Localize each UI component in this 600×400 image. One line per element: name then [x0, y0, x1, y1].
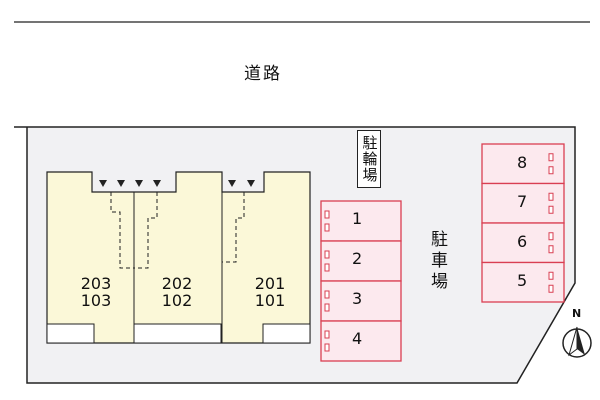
unit-lower: 101 — [254, 290, 286, 310]
north-letter: N — [572, 307, 582, 320]
wheel-stop-mark — [324, 330, 330, 339]
unit-upper: 203 — [80, 274, 112, 293]
parking-column-left — [320, 200, 402, 362]
parking-slot-number: 8 — [517, 153, 528, 172]
road-label: 道路 — [244, 64, 282, 84]
unit-lower: 103 — [80, 290, 112, 310]
wheel-stop-mark — [324, 343, 330, 352]
balcony — [262, 323, 311, 344]
parking-slot-number: 4 — [352, 329, 363, 348]
wheel-stop-mark — [548, 232, 554, 241]
parking-bay — [320, 200, 402, 242]
bicycle-parking-label: 駐輪場 — [357, 130, 381, 188]
parking-bay — [481, 182, 565, 224]
parking-slot-number: 1 — [352, 209, 363, 228]
balcony — [46, 323, 95, 344]
parking-slot-number: 5 — [517, 271, 528, 290]
wheel-stop-mark — [548, 271, 554, 280]
parking-bay — [481, 261, 565, 303]
parking-bay — [320, 280, 402, 322]
bicycle-parking-text: 駐輪場 — [360, 135, 379, 183]
unit-label-3: 201 101 — [246, 274, 294, 310]
parking-bay — [481, 143, 565, 185]
wheel-stop-mark — [548, 192, 554, 201]
wheel-stop-mark — [324, 223, 330, 232]
unit-lower: 102 — [161, 290, 193, 310]
wheel-stop-mark — [548, 284, 554, 293]
parking-slot-number: 2 — [352, 249, 363, 268]
wheel-stop-mark — [324, 290, 330, 299]
wheel-stop-mark — [548, 245, 554, 254]
parking-column-right — [481, 143, 565, 303]
wheel-stop-mark — [548, 153, 554, 162]
parking-slot-number: 6 — [517, 232, 528, 251]
parking-slot-number: 7 — [517, 192, 528, 211]
stair-outlines — [110, 192, 245, 269]
car-parking-label: 駐車場 — [427, 230, 447, 293]
parking-bay — [320, 320, 402, 362]
entrance-markers — [99, 180, 255, 187]
unit-label-2: 202 102 — [153, 274, 201, 310]
wheel-stop-mark — [548, 205, 554, 214]
parking-slot-number: 3 — [352, 289, 363, 308]
wheel-stop-mark — [548, 166, 554, 175]
balcony — [133, 323, 222, 344]
parking-bay — [481, 222, 565, 264]
apartment-building — [46, 171, 311, 344]
north-arrow-icon — [562, 326, 592, 358]
wheel-stop-mark — [324, 210, 330, 219]
wheel-stop-mark — [324, 250, 330, 259]
unit-label-1: 203 103 — [72, 274, 120, 310]
wheel-stop-mark — [324, 263, 330, 272]
wheel-stop-mark — [324, 303, 330, 312]
unit-upper: 201 — [254, 274, 286, 293]
unit-upper: 202 — [161, 274, 193, 293]
